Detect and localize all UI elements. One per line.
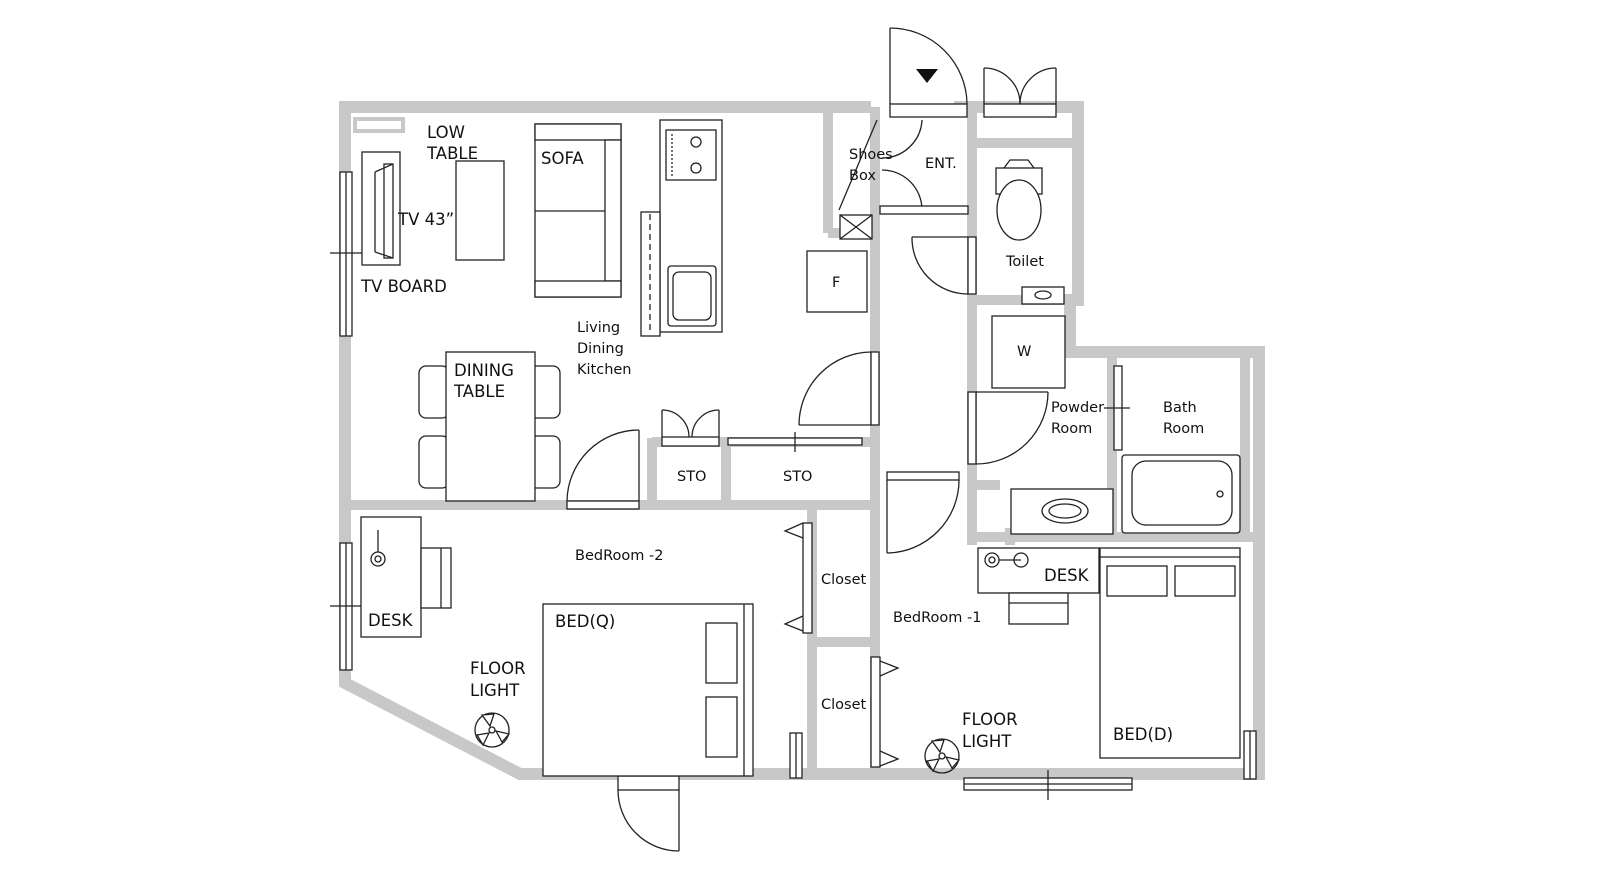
tv-board-label: TV BOARD <box>360 277 447 296</box>
floor-light-label: LIGHT <box>470 681 520 700</box>
entrance-label: ENT. <box>925 156 957 172</box>
floor-light-label: FLOOR <box>962 710 1018 729</box>
dining-table <box>445 351 536 502</box>
toilet <box>995 159 1065 305</box>
washer-label: W <box>1017 344 1031 360</box>
bed-d-label: BED(D) <box>1113 725 1173 744</box>
wall-niche <box>353 117 405 133</box>
floor-light-icon <box>474 712 511 748</box>
low-table-label: LOW <box>427 123 465 142</box>
door-storage-top <box>983 67 1057 118</box>
dining-table-label: DINING <box>454 361 514 380</box>
kitchen-counter <box>640 119 723 337</box>
bath-room-label: Room <box>1163 421 1204 437</box>
fridge <box>806 250 868 313</box>
bed-double <box>1099 547 1241 759</box>
toilet-label: Toilet <box>1005 254 1044 270</box>
closet-label: Closet <box>821 572 866 588</box>
washer <box>991 315 1066 389</box>
floor-light-label: FLOOR <box>470 659 526 678</box>
low-table <box>455 160 505 261</box>
stove-burner-icon <box>690 136 702 148</box>
door-sto-1 <box>661 409 720 447</box>
bedroom-2-label: BedRoom -2 <box>575 548 663 564</box>
door-sto-2 <box>727 432 863 452</box>
sto-label: STO <box>677 469 706 485</box>
pillow <box>705 696 738 758</box>
bathtub <box>1121 454 1241 534</box>
door-closet-1 <box>783 522 813 634</box>
door-balcony <box>617 775 680 852</box>
dining-set <box>418 351 561 502</box>
door-toilet <box>911 236 977 295</box>
door-shoes-box <box>838 119 969 240</box>
ldk-label: Kitchen <box>577 362 632 378</box>
floor-light-icon <box>924 738 961 774</box>
closet-label: Closet <box>821 697 866 713</box>
pillow <box>705 622 738 684</box>
pillow <box>1174 565 1236 597</box>
bed-queen <box>542 603 754 777</box>
stove-burner-icon <box>690 162 702 174</box>
shoes-box-label: Shoes <box>849 147 893 163</box>
furniture <box>360 119 1241 777</box>
entrance-arrow-icon <box>916 69 938 83</box>
stove <box>665 129 717 181</box>
shoes-box-label: Box <box>849 168 876 184</box>
pillow <box>1106 565 1168 597</box>
powder-room-label: Room <box>1051 421 1092 437</box>
ldk-label: Living <box>577 320 620 336</box>
vanity <box>1010 488 1114 535</box>
sofa <box>534 123 622 298</box>
room-labels: LOW TABLE SOFA TV 43” TV BOARD DINING TA… <box>360 123 1204 751</box>
door-ldk-hall <box>798 351 880 426</box>
fridge-label: F <box>832 275 840 291</box>
windows <box>330 171 1257 800</box>
door-powder <box>967 391 1049 465</box>
desk-bedroom1 <box>977 547 1100 625</box>
door-bedroom1 <box>886 471 960 554</box>
toilet-sink <box>1021 286 1065 305</box>
desk-label: DESK <box>1044 566 1090 585</box>
door-entrance <box>889 27 968 118</box>
dining-table-label: TABLE <box>453 382 505 401</box>
sto-label: STO <box>783 469 812 485</box>
sofa-label: SOFA <box>541 149 584 168</box>
desk-bedroom2 <box>360 516 452 638</box>
bedroom-1-label: BedRoom -1 <box>893 610 981 626</box>
doors <box>566 27 1057 852</box>
powder-room-label: Powder <box>1051 400 1104 416</box>
tv-board <box>361 151 401 266</box>
door-closet-2 <box>870 656 900 768</box>
bath-room-label: Bath <box>1163 400 1197 416</box>
tv-label: TV 43” <box>397 210 454 229</box>
ldk-label: Dining <box>577 341 624 357</box>
low-table-label: TABLE <box>426 144 478 163</box>
desk-label: DESK <box>368 611 414 630</box>
door-bedroom2 <box>566 429 640 510</box>
floor-light-label: LIGHT <box>962 732 1012 751</box>
tv <box>383 163 394 259</box>
bed-q-label: BED(Q) <box>555 612 615 631</box>
